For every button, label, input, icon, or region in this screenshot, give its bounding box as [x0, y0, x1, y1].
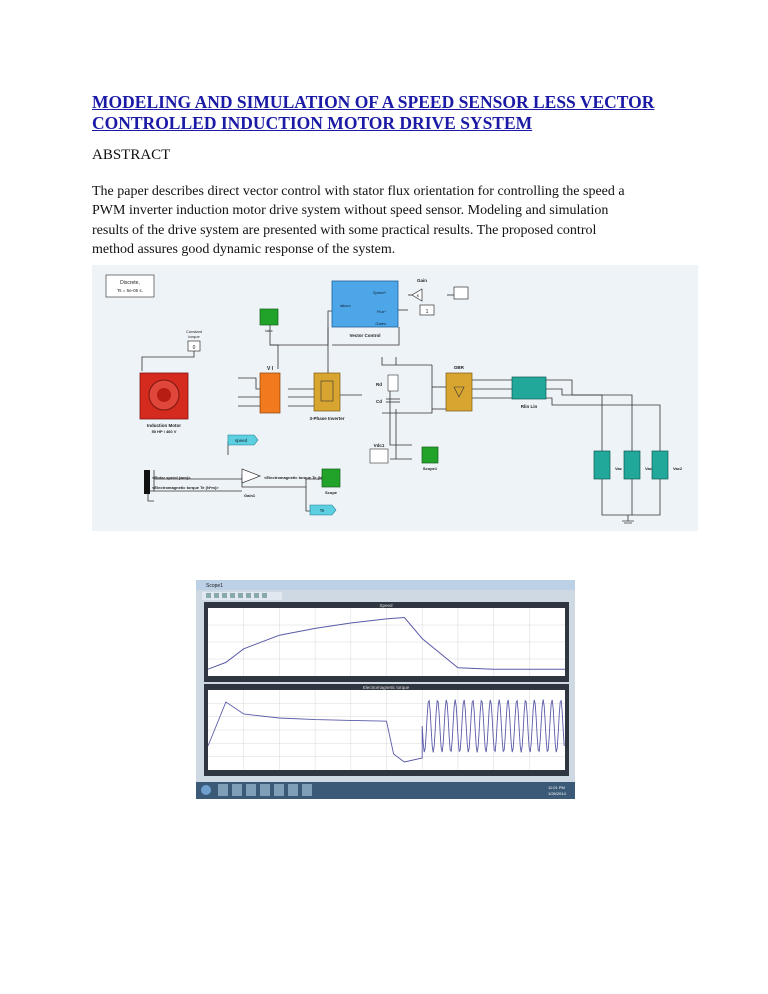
bus-sig1: <Rotor speed (wm)>: [152, 475, 191, 480]
const-torque-value: 0: [193, 345, 196, 351]
taskbar-app-icon[interactable]: [288, 784, 298, 796]
toolbar-icons[interactable]: [206, 593, 267, 598]
clock-date: 1/26/2014: [548, 791, 567, 796]
scope-block[interactable]: Scope: [321, 468, 341, 495]
vc-port-in: iabcm: [340, 303, 351, 308]
vm-label: Vac1: [645, 466, 655, 471]
inverter-label: 3-Phase Inverter: [309, 416, 344, 421]
iabc-scope[interactable]: iabc: [259, 308, 279, 333]
abstract-paragraph: The paper describes direct vector contro…: [92, 182, 672, 259]
constant-value: 1: [426, 309, 429, 315]
abstract-heading: ABSTRACT: [92, 147, 171, 163]
vdc-measurement[interactable]: Vdc1: [369, 443, 389, 464]
taskbar[interactable]: 11:01 PM 1/26/2014: [196, 782, 575, 799]
rlin-label: Rlin Lin: [521, 404, 538, 409]
vc-port-flux: Flux*: [377, 309, 387, 314]
vector-control-label: Vector Control: [349, 333, 380, 338]
taskbar-app-icon[interactable]: [302, 784, 312, 796]
const-torque-line1: Constant: [186, 329, 203, 334]
torque-plot: Electromagnetic torque: [204, 684, 569, 776]
te-tag-label: Te: [320, 508, 325, 513]
page-title[interactable]: MODELING AND SIMULATION OF A SPEED SENSO…: [92, 92, 692, 134]
vi-label: V I: [267, 366, 274, 372]
discrete-label: Discrete,: [120, 280, 140, 286]
rlin-block[interactable]: Rlin Lin: [511, 376, 547, 409]
abstract-line: method assures good dynamic response of …: [92, 241, 396, 257]
discrete-block[interactable]: Discrete, Ts = 5e-05 s.: [105, 274, 155, 298]
motor-label1: Induction Motor: [147, 423, 181, 428]
vm-label: Vac: [615, 466, 623, 471]
vector-control-block[interactable]: iabcm Speed* Flux* Gates Vector Control: [331, 280, 399, 338]
cd-label: Cd: [376, 399, 382, 404]
gain1-label: Gain1: [244, 493, 256, 498]
voltage-measurements[interactable]: Vac Vac1 Vac2: [593, 450, 683, 524]
abstract-line: results of the drive system are presente…: [92, 222, 597, 238]
vdc-label: Vdc1: [374, 443, 385, 448]
iabc-label: iabc: [265, 328, 272, 333]
bus-sig2: <Electromagnetic torque Te (N*m)>: [152, 485, 219, 490]
taskbar-app-icon[interactable]: [274, 784, 284, 796]
gain-label: Gain: [417, 278, 427, 283]
speed-tag[interactable]: speed: [227, 434, 259, 446]
scope1-block[interactable]: Scope1: [421, 446, 439, 471]
taskbar-app-icon[interactable]: [218, 784, 228, 796]
gain1-block[interactable]: Gain1 <Electromagnetic torque Te (N*m)>: [241, 468, 331, 498]
constant-torque-block[interactable]: Constant torque 0: [186, 329, 203, 352]
clock-time: 11:01 PM: [548, 785, 565, 790]
dbr-block[interactable]: DBR: [445, 365, 473, 412]
taskbar-app-icon[interactable]: [232, 784, 242, 796]
start-icon[interactable]: [201, 785, 211, 795]
vm-label: Vac2: [673, 466, 683, 471]
const-torque-line2: torque: [188, 334, 200, 339]
plot1-title: Speed: [379, 603, 393, 608]
speed-tag-label: speed: [235, 438, 248, 443]
taskbar-app-icon[interactable]: [246, 784, 256, 796]
plot2-title: Electromagnetic torque: [363, 685, 410, 690]
scope1-label: Scope1: [423, 466, 438, 471]
discrete-ts: Ts = 5e-05 s.: [117, 288, 143, 293]
vi-measurement-block[interactable]: V I: [259, 366, 281, 414]
title-line-1[interactable]: MODELING AND SIMULATION OF A SPEED SENSO…: [92, 92, 655, 112]
plot-grid: [208, 608, 565, 676]
bus-selector[interactable]: <Rotor speed (wm)> <Electromagnetic torq…: [144, 470, 219, 494]
gain-k: K: [417, 293, 420, 298]
window-title: Scope1: [206, 583, 223, 589]
induction-motor-block[interactable]: Induction Motor 50 HP / 460 V: [139, 372, 189, 434]
dc-link-block[interactable]: Rd Cd: [376, 374, 400, 404]
taskbar-app-icon[interactable]: [260, 784, 270, 796]
scope-screenshot: Scope1 Speed Electromagnetic torque: [196, 580, 575, 799]
torque-series-line: [207, 699, 565, 763]
vc-port-speed: Speed*: [373, 290, 387, 295]
scope-label: Scope: [325, 490, 338, 495]
rd-label: Rd: [376, 382, 382, 387]
vc-port-gates: Gates: [375, 321, 386, 326]
dbr-label: DBR: [454, 365, 464, 370]
motor-label2: 50 HP / 460 V: [152, 429, 177, 434]
gain-sig: <Electromagnetic torque Te (N*m)>: [264, 475, 331, 480]
simulink-diagram: Discrete, Ts = 5e-05 s. iabcm Speed* Flu…: [92, 265, 698, 531]
te-tag[interactable]: Te: [309, 504, 337, 516]
gain-block[interactable]: Gain K: [411, 278, 469, 302]
constant-block[interactable]: 1: [419, 304, 435, 316]
speed-series-line: [207, 616, 565, 670]
abstract-line: The paper describes direct vector contro…: [92, 184, 625, 199]
inverter-block[interactable]: 3-Phase Inverter: [309, 372, 345, 421]
title-line-2[interactable]: CONTROLLED INDUCTION MOTOR DRIVE SYSTEM: [92, 113, 533, 133]
speed-plot: Speed: [204, 602, 569, 682]
abstract-line: PWM inverter induction motor drive syste…: [92, 203, 609, 219]
